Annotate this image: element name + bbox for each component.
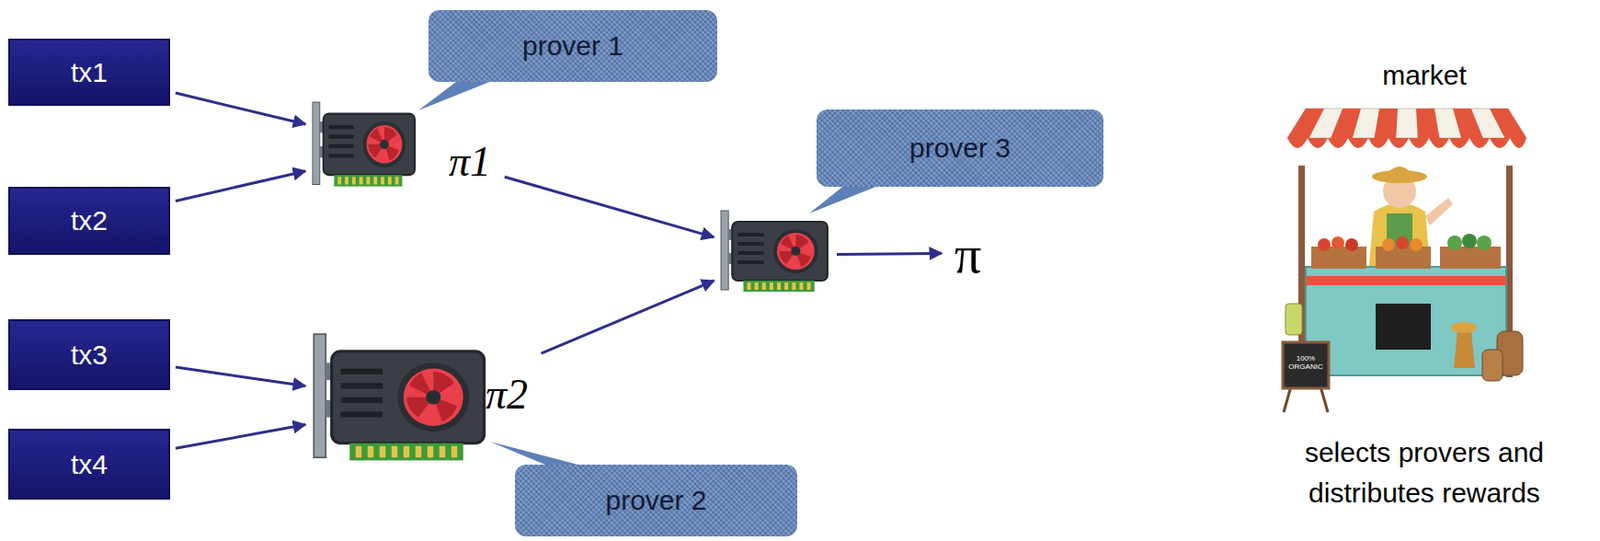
arrow-connector <box>836 252 942 254</box>
market-text: market <box>1252 55 1597 96</box>
transaction-box: tx3 <box>8 319 171 390</box>
proof-symbol: π <box>947 222 1005 284</box>
transaction-box: tx1 <box>8 38 171 106</box>
gpu-icon <box>312 102 415 187</box>
arrow-connector <box>175 423 306 448</box>
market-stall <box>1282 108 1527 412</box>
proof-label: π1 <box>448 140 492 183</box>
prover-callout: prover 1 <box>428 10 718 82</box>
arrow-connector <box>504 176 714 238</box>
transaction-box: tx2 <box>8 186 171 255</box>
prover-gpu: prover 1π1 <box>310 100 500 196</box>
gpu-icon <box>720 210 828 292</box>
callout-tail <box>809 183 883 214</box>
transaction-box: tx4 <box>8 428 171 500</box>
arrow-connector <box>175 92 306 125</box>
prover-callout: prover 3 <box>816 109 1104 187</box>
market-stall-node: market selects provers and distributes re… <box>1252 45 1597 534</box>
callout-tail <box>490 441 589 468</box>
arrow-connector <box>541 280 715 354</box>
market-text: selects provers and distributes rewards <box>1252 432 1597 513</box>
arrow-connector <box>175 366 306 386</box>
proof-label: π <box>954 228 982 282</box>
sign-text: 100% ORGANIC <box>1288 354 1323 371</box>
transaction-label: tx4 <box>70 448 108 480</box>
transaction-label: tx3 <box>70 339 108 371</box>
prover-callout: prover 2 <box>514 464 798 537</box>
transaction-label: tx1 <box>70 57 108 89</box>
transaction-label: tx2 <box>70 205 108 237</box>
arrow-connector <box>175 171 306 201</box>
prover-gpu: prover 3 <box>719 208 832 301</box>
prover-gpu: π2prover 2 <box>310 331 537 475</box>
proof-label: π2 <box>485 373 528 416</box>
gpu-icon <box>313 333 484 460</box>
callout-tail <box>418 79 497 111</box>
